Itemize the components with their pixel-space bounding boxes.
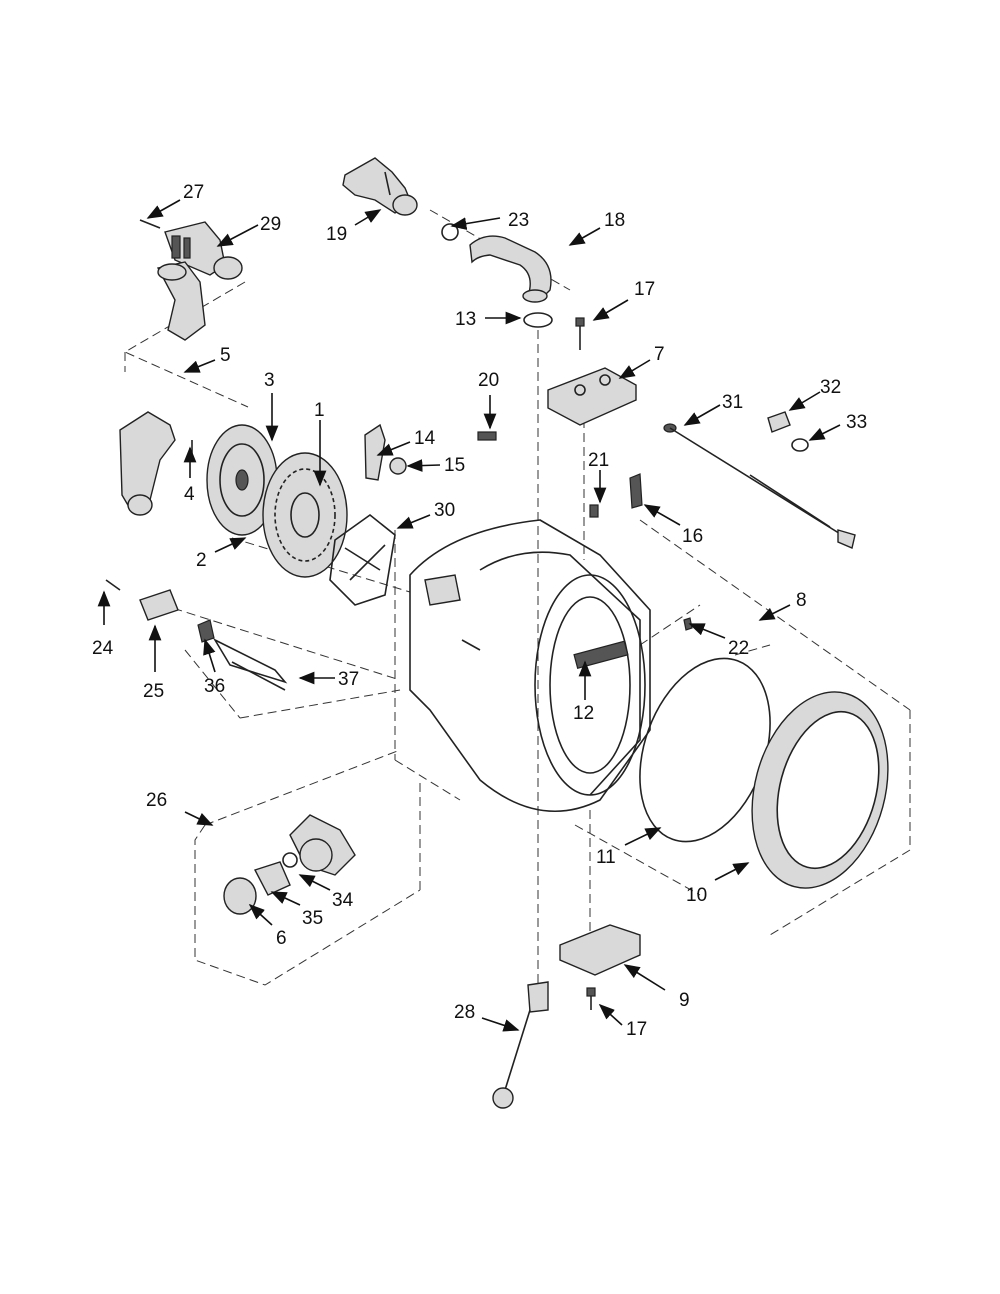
callout-8: 8 xyxy=(796,590,807,611)
callout-22: 22 xyxy=(728,638,749,659)
callout-17-bottom: 17 xyxy=(626,1019,647,1040)
part-10-front-ring xyxy=(751,691,889,889)
part-29-bracket xyxy=(139,219,243,280)
part-17-screw-top xyxy=(575,317,585,350)
callout-35: 35 xyxy=(302,908,323,929)
part-8-tub xyxy=(409,519,651,812)
part-37-heater xyxy=(212,638,288,691)
part-13-seal xyxy=(523,312,553,328)
part-28-damper xyxy=(492,981,549,1109)
callout-2: 2 xyxy=(196,550,207,571)
part-30-shield xyxy=(329,513,396,606)
part-5-elbow xyxy=(156,261,206,341)
callout-11: 11 xyxy=(596,847,616,868)
part-35-filter xyxy=(253,861,291,896)
callout-28: 28 xyxy=(454,1002,475,1023)
part-23-clamp xyxy=(441,223,459,241)
part-36-clip xyxy=(197,619,215,643)
callout-13: 13 xyxy=(455,309,476,330)
part-15-nut xyxy=(389,457,407,475)
part-20-clip xyxy=(477,431,497,441)
callout-25: 25 xyxy=(143,681,164,702)
part-21-clip xyxy=(589,504,599,518)
callout-24: 24 xyxy=(92,638,114,659)
part-3-pulley xyxy=(206,424,278,536)
callout-27: 27 xyxy=(183,182,204,203)
part-33-ring xyxy=(791,438,809,452)
callout-17-top: 17 xyxy=(634,279,655,300)
part-7-counterweight xyxy=(547,367,637,426)
callout-9: 9 xyxy=(679,990,690,1011)
callout-leaders xyxy=(97,199,841,1032)
part-17-screw-bottom xyxy=(586,987,596,1010)
callout-29: 29 xyxy=(260,214,281,235)
callout-labels: 27 29 19 23 18 13 17 7 20 31 32 33 5 3 1… xyxy=(92,182,867,1040)
callout-5: 5 xyxy=(220,345,231,366)
callout-3: 3 xyxy=(264,370,275,391)
part-19-inlet xyxy=(342,157,418,216)
callout-19: 19 xyxy=(326,224,347,245)
callout-10: 10 xyxy=(686,885,707,906)
callout-34: 34 xyxy=(332,890,354,911)
callout-31: 31 xyxy=(722,392,743,413)
assembly-guide-lines xyxy=(123,209,911,1010)
callout-4: 4 xyxy=(184,484,195,505)
callout-23: 23 xyxy=(508,210,529,231)
callout-37: 37 xyxy=(338,669,359,690)
part-16-hook xyxy=(629,473,643,509)
callout-20: 20 xyxy=(478,370,499,391)
part-31-shock xyxy=(663,423,856,549)
callout-15: 15 xyxy=(444,455,465,476)
part-24-pin xyxy=(105,579,121,591)
callout-7: 7 xyxy=(654,344,665,365)
callout-21: 21 xyxy=(588,450,609,471)
callout-33: 33 xyxy=(846,412,867,433)
part-pump-housing xyxy=(119,411,176,516)
callout-36: 36 xyxy=(204,676,225,697)
callout-6: 6 xyxy=(276,928,287,949)
part-25-heater-bracket xyxy=(139,589,179,621)
callout-1: 1 xyxy=(314,400,325,421)
part-9-bracket xyxy=(559,924,641,976)
callout-30: 30 xyxy=(434,500,455,521)
part-18-hose xyxy=(469,235,552,303)
callout-26: 26 xyxy=(146,790,167,811)
callout-12: 12 xyxy=(573,703,594,724)
part-1-rotor xyxy=(262,452,348,578)
part-14-sensor xyxy=(364,423,386,481)
callout-14: 14 xyxy=(414,428,436,449)
callout-16: 16 xyxy=(682,526,703,547)
part-26-pump xyxy=(282,814,356,876)
part-32-bracket xyxy=(767,411,791,433)
callout-32: 32 xyxy=(820,377,841,398)
part-6-cap xyxy=(223,877,257,915)
callout-18: 18 xyxy=(604,210,625,231)
